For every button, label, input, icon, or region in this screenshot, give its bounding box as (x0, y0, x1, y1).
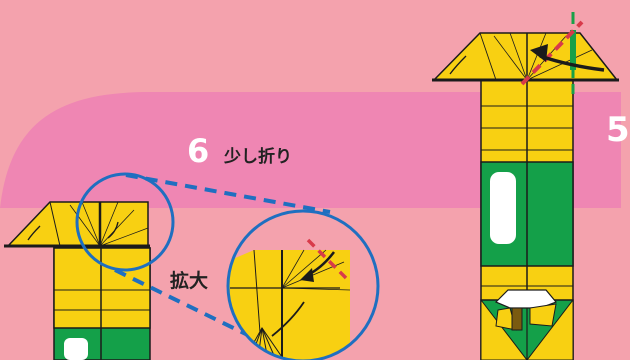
white-window (64, 338, 88, 360)
right-origami-model (432, 12, 619, 360)
dashed-connector-top (125, 173, 331, 214)
zoom-label: 拡大 (170, 270, 209, 292)
white-window (490, 172, 516, 244)
step-label: 少し折り (224, 147, 292, 167)
dashed-connector-bottom (114, 268, 263, 344)
magnifier-circle-icon (75, 172, 175, 272)
zoomed-detail (228, 211, 378, 360)
step-number: 6 (187, 132, 210, 170)
next-step-number: 5 (606, 110, 630, 150)
